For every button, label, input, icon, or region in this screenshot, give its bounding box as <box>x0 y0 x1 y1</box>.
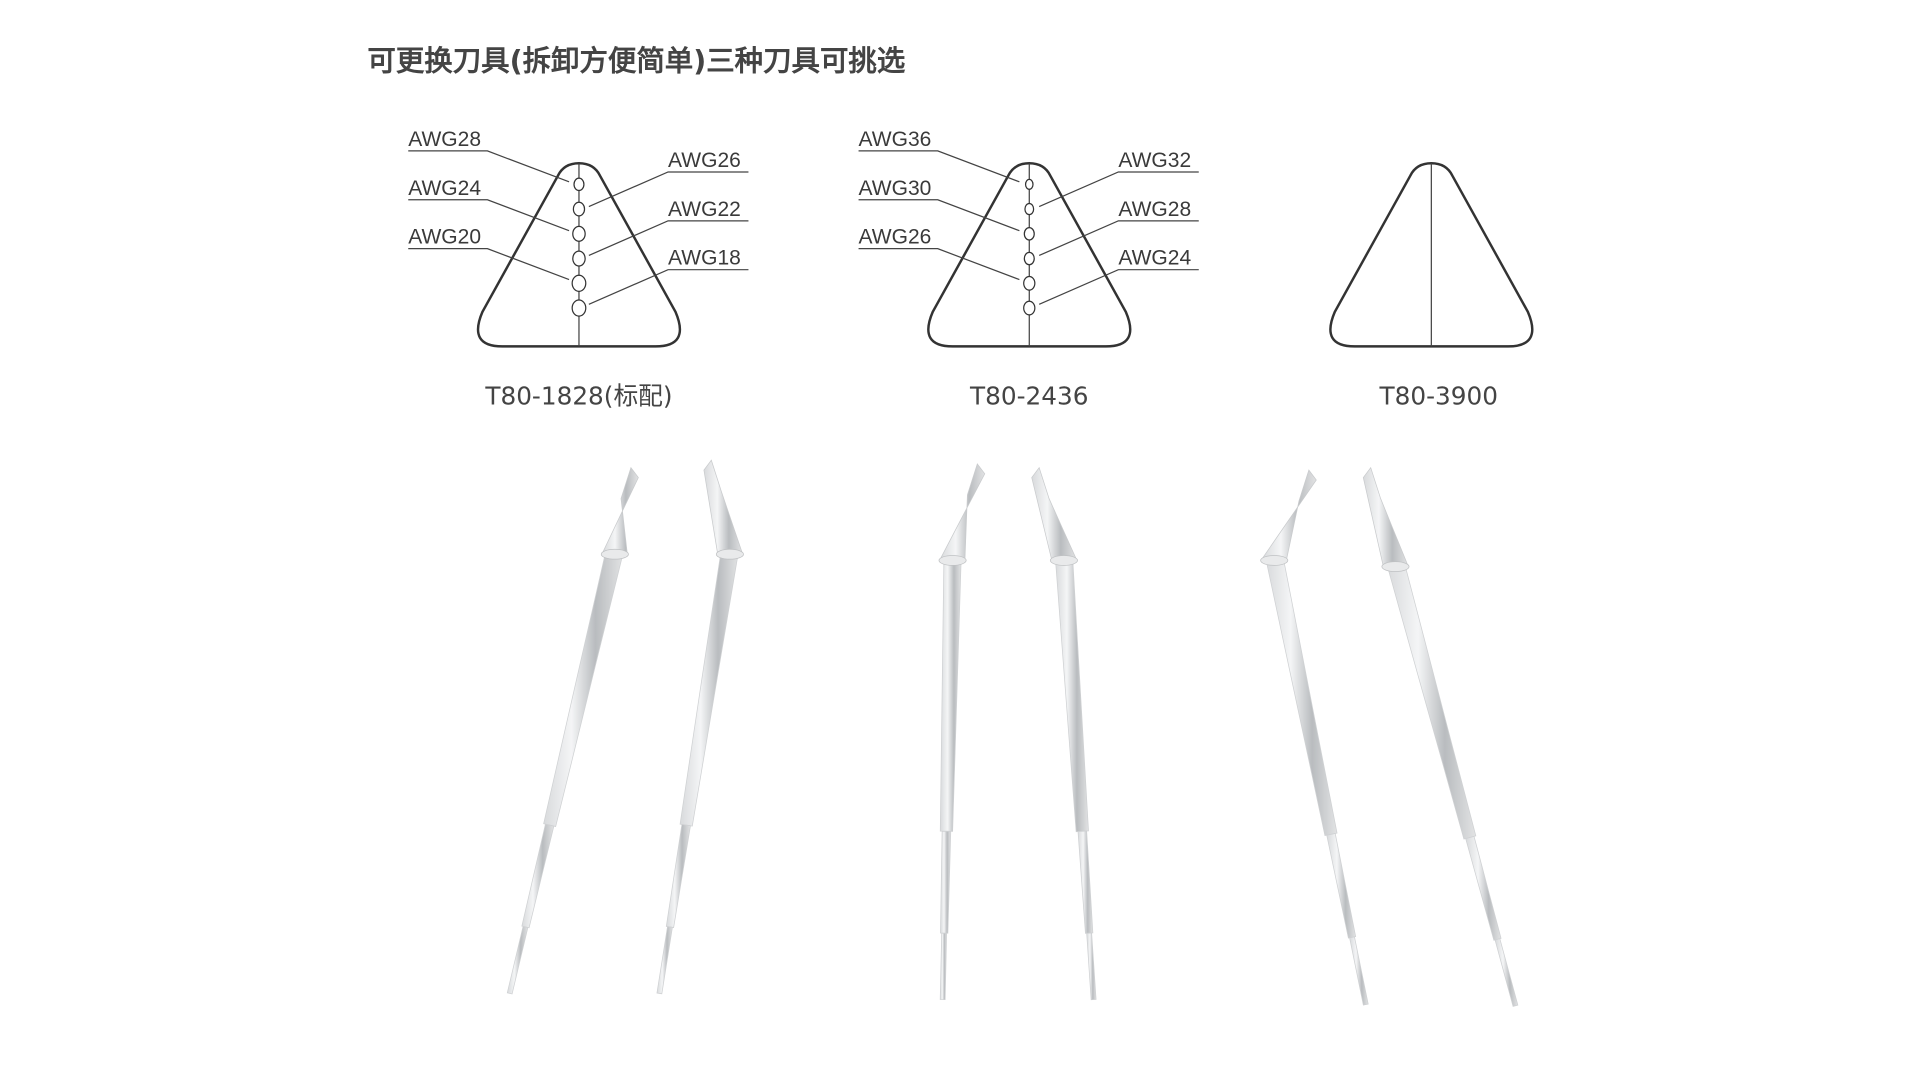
cutter-rod-4 <box>1031 466 1097 1001</box>
leader-line <box>588 269 749 305</box>
wire-hole <box>1023 300 1036 316</box>
cutter-head <box>1261 469 1317 560</box>
cutter-head <box>939 463 986 560</box>
wire-hole <box>572 225 586 242</box>
leader-line <box>1038 171 1199 208</box>
leader-line <box>1038 269 1199 305</box>
leader-line <box>858 248 1020 281</box>
cutter-rod-2 <box>656 459 744 995</box>
cutter-rod-5 <box>1260 469 1369 1006</box>
cutter-head <box>1031 466 1077 560</box>
gauge-label: AWG32 <box>1118 149 1191 172</box>
cutter-rod-3 <box>938 463 986 1001</box>
blade-model-label: T80-1828(标配) <box>484 382 672 411</box>
blade-model-label: T80-3900 <box>1379 382 1498 411</box>
wire-hole <box>1024 178 1034 190</box>
leader-line <box>408 150 570 183</box>
cutter-head <box>601 466 639 554</box>
blade-model-label: T80-2436 <box>969 382 1088 411</box>
gauge-label: AWG18 <box>668 247 741 270</box>
wire-hole <box>1023 227 1035 241</box>
gauge-label: AWG26 <box>668 149 741 172</box>
gauge-label: AWG24 <box>1118 247 1191 270</box>
leader-line <box>408 199 570 232</box>
leader-line <box>588 171 749 208</box>
page-title: 可更换刀具(拆卸方便简单)三种刀具可挑选 <box>367 45 905 78</box>
wire-hole <box>1023 251 1035 266</box>
leader-line <box>408 248 570 281</box>
gauge-label: AWG30 <box>859 177 932 200</box>
leader-line <box>588 220 749 257</box>
gauge-label: AWG36 <box>859 128 932 151</box>
gauge-label: AWG26 <box>859 226 932 249</box>
leader-line <box>858 199 1020 232</box>
gauge-label: AWG22 <box>668 198 741 221</box>
cutter-rod-6 <box>1362 466 1519 1007</box>
gauge-label: AWG28 <box>408 128 481 151</box>
leader-line <box>1038 220 1199 257</box>
cutter-head <box>703 459 743 554</box>
gauge-label: AWG20 <box>408 226 481 249</box>
wire-hole <box>1024 202 1035 216</box>
wire-hole <box>573 177 585 192</box>
blade-diagram-3: T80-3900 <box>1329 162 1534 411</box>
gauge-label: AWG24 <box>408 177 481 200</box>
cutter-head <box>1362 466 1409 566</box>
wire-hole <box>1023 275 1036 291</box>
gauge-label: AWG28 <box>1118 198 1191 221</box>
wire-hole <box>571 299 587 317</box>
wire-hole <box>571 274 587 292</box>
cutter-rod-1 <box>506 466 639 995</box>
leader-line <box>858 150 1020 183</box>
wire-hole <box>572 201 586 217</box>
wire-hole <box>572 250 586 267</box>
